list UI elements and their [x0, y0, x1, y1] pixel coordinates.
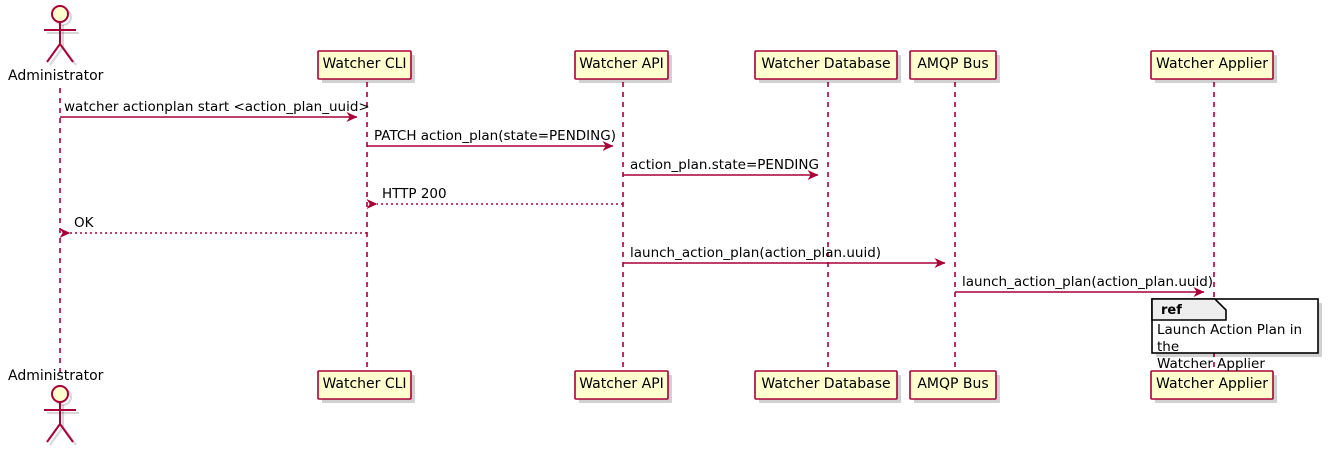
message-label-1: watcher actionplan start <action_plan_uu…	[64, 99, 370, 115]
participant-box-watcher-cli-bottom	[317, 370, 415, 403]
participant-label-watcher-cli-bottom: Watcher CLI	[322, 376, 407, 392]
participant-label-watcher-api-bottom: Watcher API	[579, 376, 664, 392]
message-label-7: launch_action_plan(action_plan.uuid)	[962, 274, 1214, 290]
participant-label-watcher-database-bottom: Watcher Database	[761, 376, 891, 392]
participant-box-watcher-api-top	[574, 50, 672, 83]
actor-label-administrator-top: Administrator	[8, 68, 104, 84]
participant-label-watcher-database-top: Watcher Database	[761, 56, 891, 72]
participant-label-amqp-bus-bottom: AMQP Bus	[917, 376, 989, 392]
message-label-2: PATCH action_plan(state=PENDING)	[374, 128, 616, 144]
actor-administrator-bottom	[44, 385, 79, 446]
participant-label-watcher-api-top: Watcher API	[579, 56, 664, 72]
participant-label-watcher-applier-bottom: Watcher Applier	[1156, 376, 1268, 392]
participant-label-watcher-cli-top: Watcher CLI	[322, 56, 407, 72]
participant-label-watcher-applier-top: Watcher Applier	[1156, 56, 1268, 72]
participant-label-amqp-bus-top: AMQP Bus	[917, 56, 989, 72]
participant-box-amqp-bus-bottom	[909, 370, 1000, 403]
participant-box-watcher-cli-top	[317, 50, 415, 83]
participant-box-watcher-api-bottom	[574, 370, 672, 403]
ref-fragment-body-label: Launch Action Plan in the Watcher Applie…	[1157, 322, 1303, 372]
message-label-6: launch_action_plan(action_plan.uuid)	[630, 245, 882, 261]
actor-label-administrator-bottom: Administrator	[8, 368, 104, 384]
participant-box-watcher-applier-bottom	[1150, 370, 1277, 403]
participant-box-watcher-database-bottom	[754, 370, 901, 403]
participant-box-amqp-bus-top	[909, 50, 1000, 83]
ref-fragment-box	[1151, 298, 1322, 357]
message-label-5: OK	[74, 215, 94, 231]
ref-fragment-tab-label: ref	[1161, 303, 1182, 318]
actor-administrator-top	[44, 5, 79, 66]
message-label-4: HTTP 200	[382, 186, 447, 202]
participant-box-watcher-applier-top	[1150, 50, 1277, 83]
participant-box-watcher-database-top	[754, 50, 901, 83]
message-label-3: action_plan.state=PENDING	[630, 157, 819, 173]
